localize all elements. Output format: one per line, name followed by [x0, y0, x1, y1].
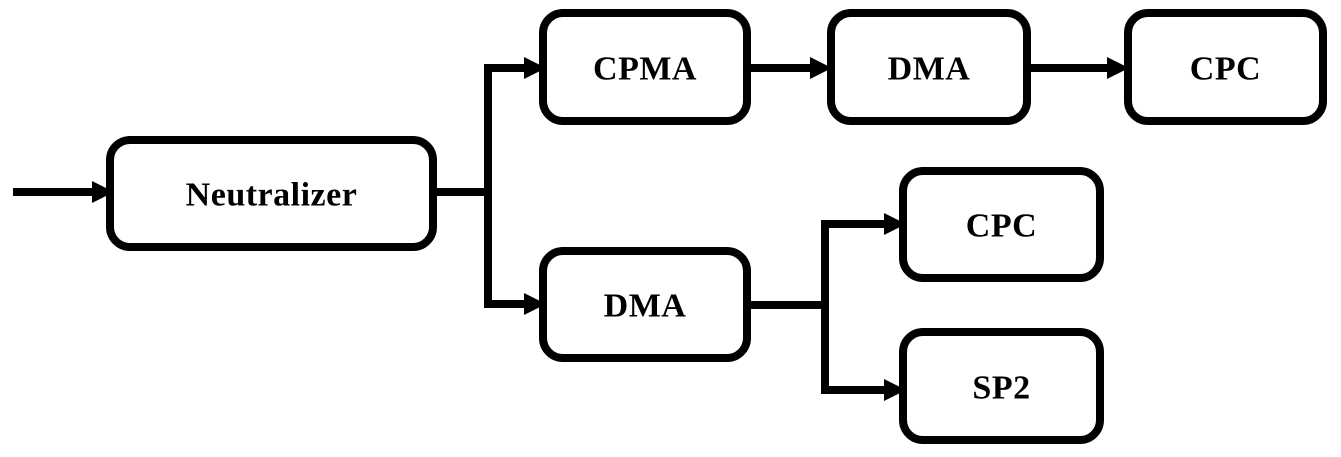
arrow-head-icon	[1107, 57, 1129, 79]
node-sp2-label: SP2	[972, 370, 1030, 407]
arrow-head-icon	[884, 213, 906, 235]
node-dma-bottom[interactable]: DMA	[539, 247, 751, 362]
arrow-head-icon	[92, 181, 114, 203]
node-cpc-top[interactable]: CPC	[1124, 9, 1327, 125]
node-cpc-bottom-box[interactable]	[899, 167, 1104, 282]
edge-cpma-to-dma-top	[747, 57, 832, 79]
node-cpc-bottom[interactable]: CPC	[899, 167, 1104, 282]
edge-split-to-dma-bottom	[484, 293, 546, 315]
node-sp2-box[interactable]	[899, 328, 1104, 444]
edge-split-to-sp2	[821, 379, 906, 401]
edge-split-to-cpma	[484, 57, 546, 79]
node-cpc-top-box[interactable]	[1124, 9, 1327, 125]
node-neutralizer-box[interactable]	[106, 136, 437, 251]
arrow-head-icon	[524, 293, 546, 315]
edge-dma-top-to-cpc-top	[1027, 57, 1129, 79]
node-sp2[interactable]: SP2	[899, 328, 1104, 444]
node-neutralizer-label: Neutralizer	[186, 177, 358, 214]
node-cpc-bottom-label: CPC	[966, 208, 1037, 245]
node-dma-bottom-box[interactable]	[539, 247, 751, 362]
arrow-head-icon	[810, 57, 832, 79]
node-dma-top-box[interactable]	[827, 9, 1031, 125]
node-dma-top[interactable]: DMA	[827, 9, 1031, 125]
node-cpma-label: CPMA	[593, 51, 697, 88]
node-cpma[interactable]: CPMA	[539, 9, 751, 125]
node-dma-bottom-label: DMA	[604, 288, 687, 325]
edge-split-to-cpc-bottom	[821, 213, 906, 235]
edge-inlet-to-neutralizer	[13, 181, 114, 203]
arrow-head-icon	[884, 379, 906, 401]
node-neutralizer[interactable]: Neutralizer	[106, 136, 437, 251]
node-cpc-top-label: CPC	[1190, 51, 1261, 88]
node-dma-top-label: DMA	[888, 51, 971, 88]
arrow-head-icon	[524, 57, 546, 79]
node-cpma-box[interactable]	[539, 9, 751, 125]
